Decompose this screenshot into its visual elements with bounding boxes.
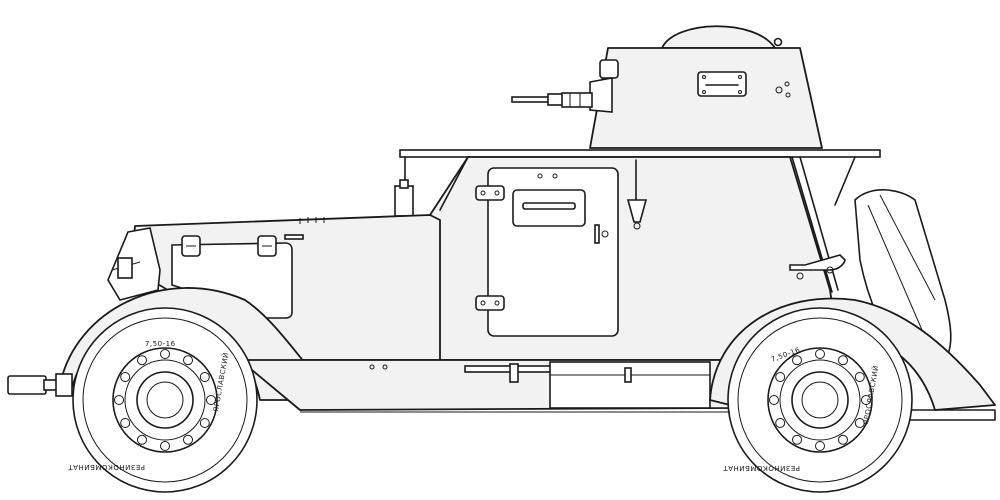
rim-hole: [183, 355, 193, 366]
rim-hole: [137, 434, 147, 445]
headlamp: [117, 257, 133, 279]
rim-hole: [206, 395, 216, 405]
rear-rim-holes: [769, 349, 871, 451]
door-handle: [594, 224, 600, 244]
rim-hole: [137, 355, 147, 366]
rim-hole: [815, 349, 825, 359]
rim-hole: [160, 349, 170, 359]
gun-mantlet: [589, 77, 613, 113]
turret: [589, 25, 823, 149]
rim-hole: [775, 418, 786, 428]
rim-hole: [120, 418, 131, 428]
side-bracket: [626, 159, 648, 230]
rim-hole: [792, 434, 802, 445]
rim-hole: [854, 372, 865, 382]
front-tire-maker-label-bottom: РЕЗИНОКОМБИНАТ: [68, 463, 145, 471]
rim-hole: [199, 418, 210, 428]
rim-hole: [815, 441, 825, 451]
rear-wheel: 7,50-16 ЯРОСЛАВСКИЙ РЕЗИНОКОМБИНАТ: [723, 307, 913, 493]
side-door: [475, 167, 619, 337]
rim-hole: [160, 441, 170, 451]
machine-gun: [511, 92, 593, 108]
rim-hole: [769, 395, 779, 405]
front-grille: [107, 227, 161, 301]
front-tire-size-label: 7,50-16: [145, 340, 176, 348]
rim-hole: [183, 434, 193, 445]
rim-hole: [120, 372, 131, 382]
door-hinge-top: [475, 185, 505, 201]
door-hinge-bottom: [475, 295, 505, 311]
rim-hole: [838, 355, 848, 366]
rim-hole: [114, 395, 124, 405]
front-wheel: 7,50-16 ЯРОСЛАВСКИЙ РЕЗИНОКОМБИНАТ: [68, 307, 258, 493]
rim-hole: [861, 395, 871, 405]
turret-body: [589, 47, 823, 149]
rear-tire-maker-label-bottom: РЕЗИНОКОМБИНАТ: [723, 464, 800, 472]
front-rim-holes: [114, 349, 216, 451]
rear-bracket: [789, 254, 846, 280]
turret-vision-slot: [697, 71, 747, 97]
rim-hole: [838, 434, 848, 445]
rim-hole: [792, 355, 802, 366]
running-board: [239, 359, 731, 411]
turret-dome: [661, 25, 776, 49]
rim-hole: [775, 372, 786, 382]
front-bumper: [7, 373, 73, 397]
rim-hole: [199, 372, 210, 382]
hood-hinge-left: [181, 235, 201, 257]
rim-hole: [854, 418, 865, 428]
hood-hinge-right: [257, 235, 277, 257]
